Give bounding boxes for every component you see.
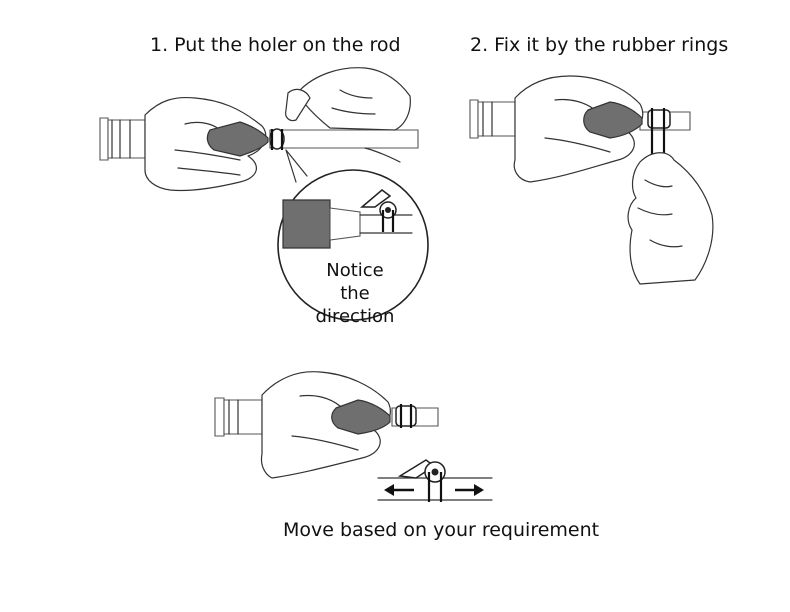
step1-rod [99,117,419,161]
step2-grip [583,101,643,139]
step2-illustration [469,75,714,285]
zoom-note-line1: Notice [326,260,384,281]
step1-grip [206,121,269,157]
step3-grip [331,399,391,435]
arrow-right-icon [455,484,484,496]
step3-detail [377,459,493,502]
step2-right-hand [627,152,714,285]
step1-zoom-callout [277,149,429,321]
step1-hook-keeper [269,128,285,150]
step2-hook-keeper [647,108,671,162]
arrow-left-icon [384,484,414,496]
step2-caption: 2. Fix it by the rubber rings [470,34,729,56]
step3-hook-keeper [395,404,417,428]
step1-left-hand [144,96,267,192]
step3-illustration [214,371,493,502]
zoom-note-line2: the [340,283,370,304]
step1-right-hand [285,67,411,163]
step3-caption: Move based on your requirement [283,519,600,541]
zoom-note-line3: direction [315,306,395,327]
step1-caption: 1. Put the holer on the rod [150,34,401,56]
step1-illustration [99,67,429,321]
